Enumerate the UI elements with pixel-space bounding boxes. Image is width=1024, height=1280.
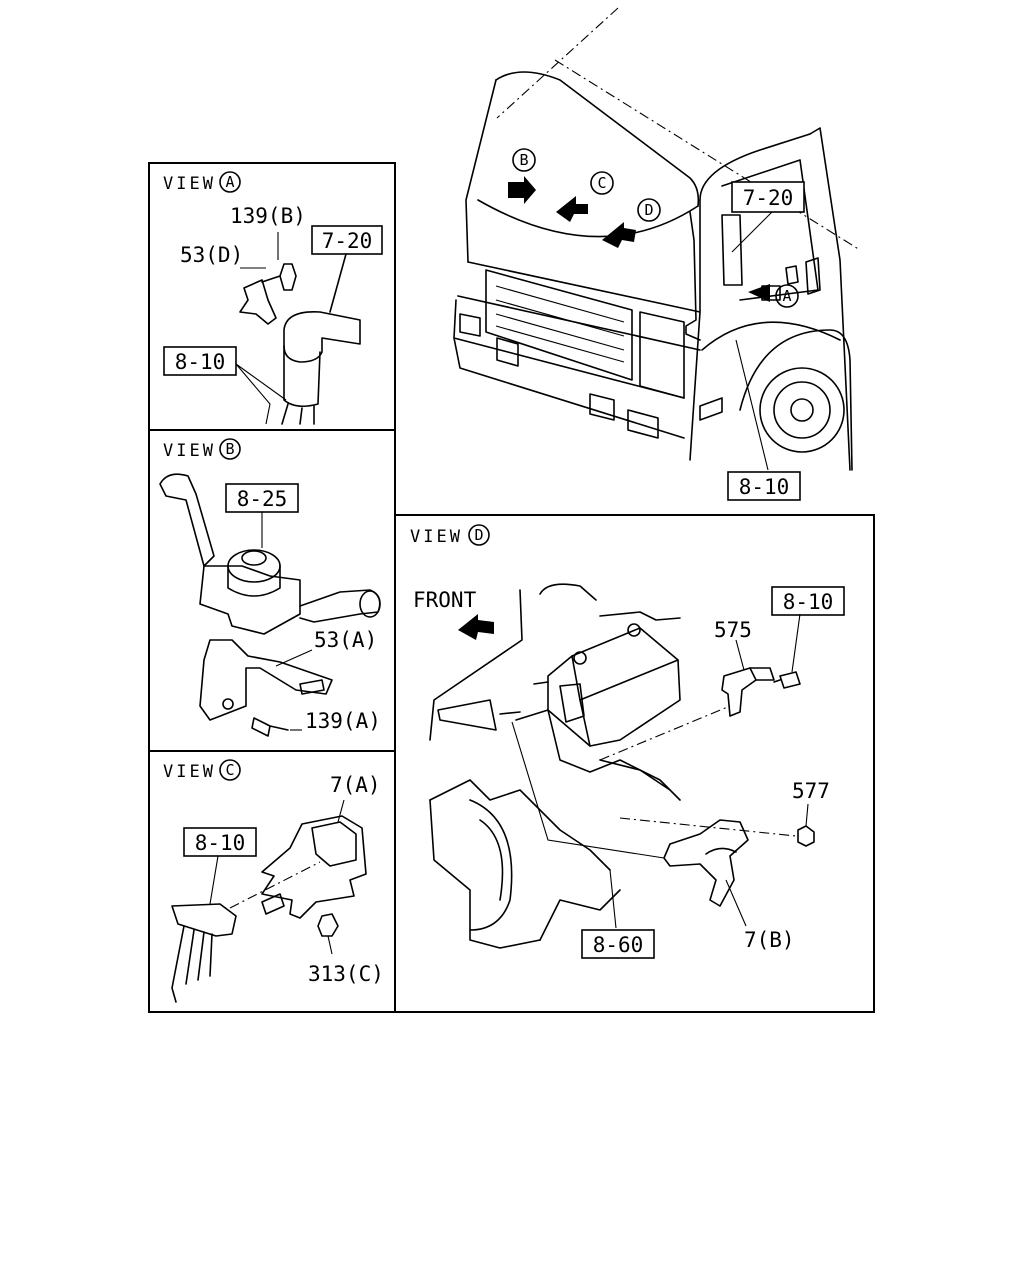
label-53a: 53(A) (314, 628, 377, 652)
view-b-letter: B (225, 440, 234, 458)
callout-circle-b (512, 148, 536, 172)
view-d-frame (394, 514, 875, 1013)
label-8-25-box (225, 483, 299, 513)
label-8-10-a: 8-10 (175, 350, 226, 374)
label-8-10-d: 8-10 (783, 590, 834, 614)
view-a-letter: A (225, 173, 234, 191)
truck-cab-illustration (453, 7, 861, 471)
front-arrow-icon (458, 614, 494, 640)
callout-circle-c (590, 171, 614, 195)
label-8-25: 8-25 (237, 487, 288, 511)
callout-circle-d (637, 198, 661, 222)
view-c-word: VIEW (163, 762, 216, 782)
view-d-letter: D (474, 526, 483, 544)
view-b-word: VIEW (163, 441, 216, 461)
view-a-word: VIEW (163, 174, 216, 194)
label-8-10-c: 8-10 (195, 831, 246, 855)
truck-callout-c: C (597, 174, 606, 192)
label-8-10-d-box (771, 586, 845, 616)
truck-callout-d: D (644, 201, 653, 219)
label-7b: 7(B) (744, 928, 795, 952)
label-575: 575 (714, 618, 752, 642)
label-139a: 139(A) (305, 709, 381, 733)
label-313c: 313(C) (308, 962, 384, 986)
truck-label-7-20: 7-20 (743, 186, 794, 210)
label-8-60: 8-60 (593, 933, 644, 957)
callout-circle-a (775, 284, 799, 308)
label-139b: 139(B) (230, 204, 306, 228)
label-8-60-box (581, 929, 655, 959)
truck-callout-a: A (782, 287, 791, 305)
truck-callout-b: B (519, 151, 528, 169)
label-577: 577 (792, 779, 830, 803)
label-front: FRONT (413, 588, 477, 612)
label-8-10-c-box (183, 827, 257, 857)
label-7a: 7(A) (330, 773, 381, 797)
label-7-20-box (311, 225, 383, 255)
view-c-letter: C (225, 761, 234, 779)
label-7-20: 7-20 (322, 229, 373, 253)
view-a-panel: VIEW A 139(B) 53(D) 7-20 8-10 (163, 171, 383, 425)
view-d-panel: VIEW D FRONT 8-10 575 577 7(B) 8-60 (410, 524, 845, 959)
left-panel-frame (148, 162, 396, 1013)
label-53d: 53(D) (180, 243, 243, 267)
truck-label-8-10-box (727, 471, 801, 501)
truck-label-8-10: 8-10 (739, 475, 790, 499)
truck-label-7-20-box (731, 181, 805, 213)
view-b-panel: VIEW B 8-25 53(A) 139(A) (159, 438, 381, 737)
view-d-word: VIEW (410, 527, 463, 547)
view-c-panel: VIEW C 7(A) 8-10 313(C) (163, 759, 384, 1003)
label-8-10-a-box (163, 346, 237, 376)
